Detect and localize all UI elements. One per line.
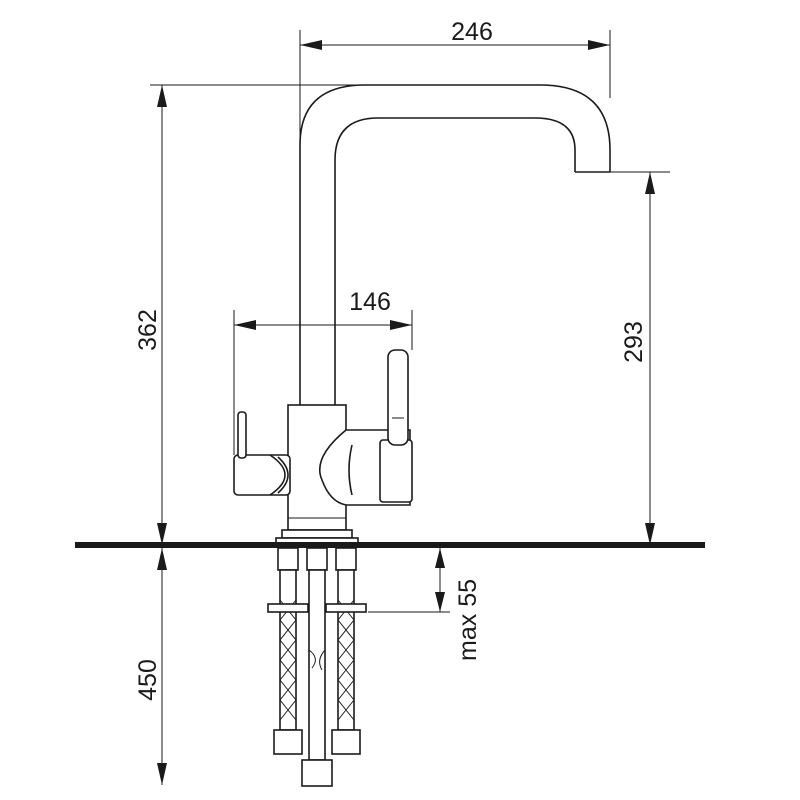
dimension-hose-length: 450 — [134, 545, 167, 785]
dimension-countertop-thickness: max 55 — [368, 548, 482, 661]
dimension-handle-span: 146 — [233, 288, 413, 455]
hose-middle — [301, 547, 333, 787]
dimension-spout-height-label: 293 — [620, 321, 648, 363]
dimension-spout-height: 293 — [610, 171, 670, 545]
dimension-total-height: 362 — [134, 84, 370, 545]
hose-right — [325, 547, 367, 755]
dimension-hose-length-label: 450 — [134, 659, 162, 701]
left-handle — [233, 411, 291, 496]
dimension-total-height-label: 362 — [134, 309, 162, 351]
hose-left — [267, 547, 309, 755]
dimension-countertop-thickness-label: max 55 — [454, 579, 482, 661]
faucet-spout — [299, 84, 611, 405]
dimension-spout-reach-label: 246 — [451, 18, 493, 46]
dimension-handle-span-label: 146 — [349, 288, 391, 316]
dimension-spout-reach: 246 — [299, 18, 611, 145]
supply-hoses — [267, 547, 367, 787]
right-handle — [318, 349, 413, 506]
